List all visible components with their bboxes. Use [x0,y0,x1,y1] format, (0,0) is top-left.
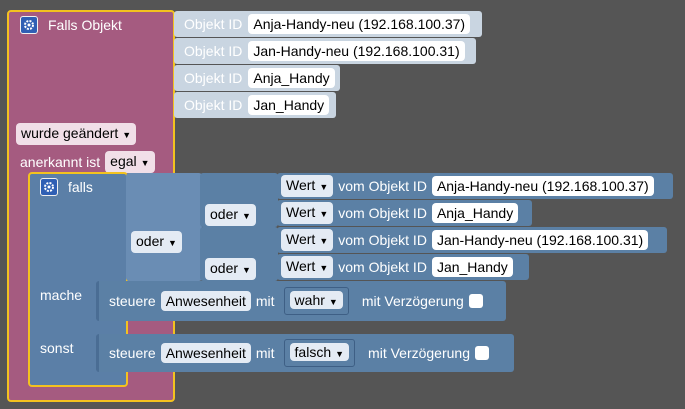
or-inner-2-value: oder [210,260,239,276]
else-label: sonst [40,340,74,356]
object-id-label: Objekt ID [184,97,243,113]
chevron-down-icon: ▼ [242,211,251,221]
ack-row: anerkannt ist egal▼ [20,151,155,173]
ack-label: anerkannt ist [20,154,101,170]
with-label: mit [255,345,275,361]
value-row-3[interactable]: Wert▼ vom Objekt ID Jan-Handy-neu (192.1… [277,227,667,253]
ack-dropdown[interactable]: egal▼ [105,151,155,173]
change-type-dropdown[interactable]: wurde geändert▼ [16,123,137,145]
object-id-label: Objekt ID [184,16,243,32]
object-field[interactable]: Jan_Handy [431,257,513,277]
value-type-value: Wert [286,258,316,274]
value-type-dropdown[interactable]: Wert▼ [281,229,334,251]
or-block-outer[interactable] [126,173,202,281]
trigger-header: Falls Objekt [20,16,122,34]
chevron-down-icon: ▼ [319,263,329,273]
value-row-2[interactable]: Wert▼ vom Objekt ID Anja_Handy [277,200,532,226]
value-type-value: Wert [286,231,316,247]
value-row-4[interactable]: Wert▼ vom Objekt ID Jan_Handy [277,254,529,280]
or-inner-2-dropdown[interactable]: oder▼ [205,258,256,280]
bool-dropdown[interactable]: falsch▼ [289,343,350,361]
or-inner-1-dropdown[interactable]: oder▼ [205,204,256,226]
object-id-label: Objekt ID [184,70,243,86]
object-id-label: Objekt ID [184,43,243,59]
state-target-field[interactable]: Anwesenheit [160,343,251,363]
action-row-else[interactable]: steuere Anwesenheit mit falsch▼ mit Verz… [96,334,514,372]
object-id-field[interactable]: Anja_Handy [248,68,335,88]
value-type-dropdown[interactable]: Wert▼ [281,202,334,224]
bool-value: wahr [294,292,325,308]
chevron-down-icon: ▼ [140,158,150,168]
delay-checkbox[interactable] [475,346,489,360]
object-label: vom Objekt ID [338,205,427,221]
chevron-down-icon: ▼ [122,130,132,140]
ack-value: egal [110,153,137,169]
value-type-dropdown[interactable]: Wert▼ [281,256,334,278]
chevron-down-icon: ▼ [319,236,329,246]
or-outer-dropdown[interactable]: oder▼ [131,231,182,253]
state-target-field[interactable]: Anwesenheit [160,291,251,311]
action-prefix: steuere [109,345,156,361]
then-label: mache [40,287,83,303]
value-slot: wahr▼ [283,287,349,315]
gear-icon[interactable] [20,16,38,34]
if-label: falls [68,179,93,195]
object-id-input-2[interactable]: Objekt ID Jan-Handy-neu (192.168.100.31) [174,38,476,64]
or-inner-1-value: oder [210,206,239,222]
action-prefix: steuere [109,293,156,309]
object-label: vom Objekt ID [338,178,427,194]
delay-label: mit Verzögerung [361,293,464,309]
object-field[interactable]: Anja_Handy [431,203,519,223]
object-id-input-1[interactable]: Objekt ID Anja-Handy-neu (192.168.100.37… [174,11,482,37]
value-slot: falsch▼ [283,339,356,367]
object-id-field[interactable]: Jan-Handy-neu (192.168.100.31) [248,41,465,61]
or-outer-value: oder [136,233,165,249]
chevron-down-icon: ▼ [242,265,251,275]
with-label: mit [255,293,275,309]
object-field[interactable]: Jan-Handy-neu (192.168.100.31) [431,230,649,250]
action-row-then[interactable]: steuere Anwesenheit mit wahr▼ mit Verzög… [96,281,506,321]
value-type-dropdown[interactable]: Wert▼ [281,175,334,197]
chevron-down-icon: ▼ [335,349,345,359]
object-id-input-3[interactable]: Objekt ID Anja_Handy [174,65,340,91]
object-id-input-4[interactable]: Objekt ID Jan_Handy [174,92,336,118]
if-header: falls [40,178,93,196]
object-field[interactable]: Anja-Handy-neu (192.168.100.37) [431,176,654,196]
chevron-down-icon: ▼ [319,182,329,192]
chevron-down-icon: ▼ [319,209,329,219]
delay-label: mit Verzögerung [368,345,470,361]
value-row-1[interactable]: Wert▼ vom Objekt ID Anja-Handy-neu (192.… [277,173,673,199]
change-type-value: wurde geändert [21,125,119,141]
trigger-title: Falls Objekt [48,17,122,33]
delay-checkbox[interactable] [468,294,483,308]
bool-dropdown[interactable]: wahr▼ [289,291,343,309]
object-id-field[interactable]: Anja-Handy-neu (192.168.100.37) [248,14,471,34]
object-label: vom Objekt ID [338,232,427,248]
chevron-down-icon: ▼ [168,238,177,248]
chevron-down-icon: ▼ [328,297,338,307]
object-label: vom Objekt ID [338,259,427,275]
bool-value: falsch [294,344,332,360]
gear-icon[interactable] [40,178,58,196]
value-type-value: Wert [286,204,316,220]
value-type-value: Wert [286,177,316,193]
object-id-field[interactable]: Jan_Handy [248,95,330,115]
